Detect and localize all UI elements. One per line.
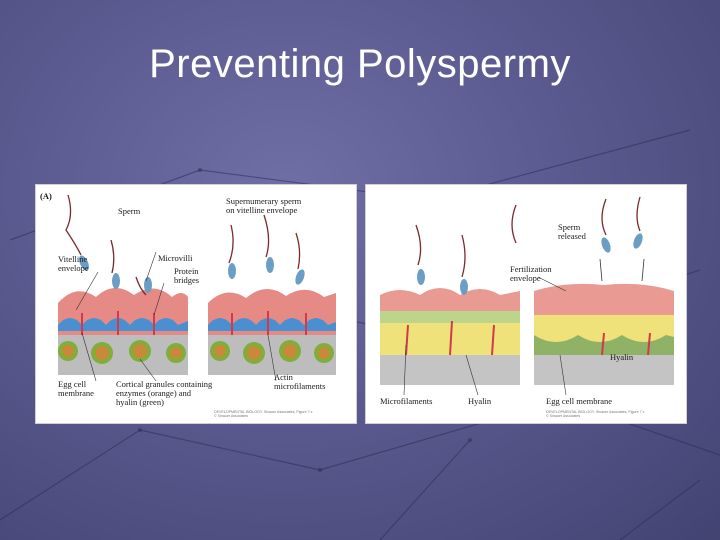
label-sperm: Sperm xyxy=(118,206,141,216)
label-microvilli: Microvilli xyxy=(158,253,193,263)
sperm-cells xyxy=(415,196,643,295)
panel-a-illustration xyxy=(58,194,336,382)
label-supernumerary-sperm: Supernumerary sperm on vitelline envelop… xyxy=(226,196,302,215)
label-vitelline-envelope: Vitelline envelope xyxy=(58,254,89,273)
label-protein-bridges: Protein bridges xyxy=(174,266,200,285)
label-egg-cell-membrane-b: Egg cell membrane xyxy=(546,396,613,406)
label-hyalin-inner: Hyalin xyxy=(610,352,634,362)
label-fertilization-envelope: Fertilization envelope xyxy=(510,264,552,283)
label-egg-cell-membrane: Egg cell membrane xyxy=(58,379,94,398)
diagram-panel-a: (A) Sperm Supernumerary sperm on vitelli… xyxy=(35,184,357,424)
panel-b-credit: DEVELOPMENTAL BIOLOGY, Sinauer Associate… xyxy=(546,410,645,419)
panel-a-tag: (A) xyxy=(40,191,52,201)
panel-a-credit: DEVELOPMENTAL BIOLOGY, Sinauer Associate… xyxy=(214,410,313,419)
label-microfilaments: Microfilaments xyxy=(380,396,433,406)
label-hyalin-bottom: Hyalin xyxy=(468,396,492,406)
panel-b-illustration xyxy=(380,196,674,396)
label-cortical-granules: Cortical granules containing enzymes (or… xyxy=(116,379,213,407)
diagram-panel-b: Sperm released Fertilization envelope Hy… xyxy=(365,184,687,424)
label-actin-microfilaments: Actin microfilaments xyxy=(274,372,326,391)
label-sperm-released: Sperm released xyxy=(558,222,586,241)
slide-title: Preventing Polyspermy xyxy=(149,42,571,86)
